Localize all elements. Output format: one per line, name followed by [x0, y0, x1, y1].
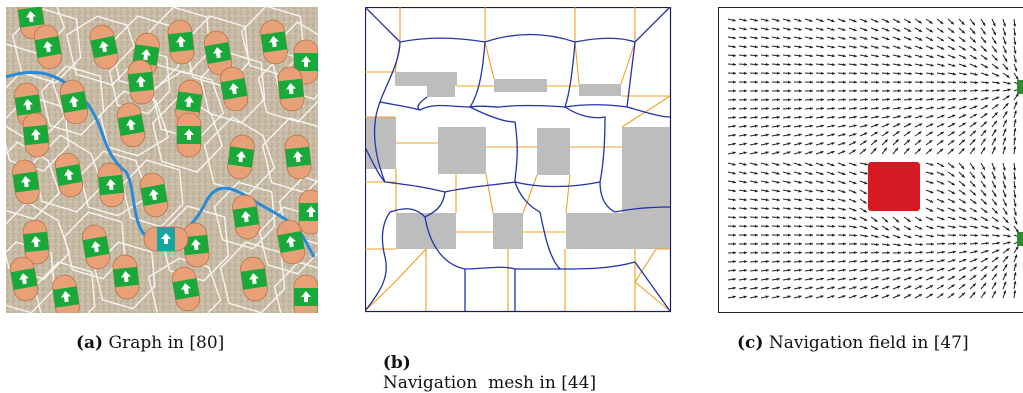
graph-illustration	[6, 7, 318, 313]
field-border	[719, 8, 1023, 313]
mesh-obstacle	[566, 213, 656, 249]
mesh-obstacle	[438, 127, 486, 174]
caption-c: (c) Navigation field in [47]	[737, 333, 969, 353]
panel-c-image	[718, 7, 1023, 313]
mesh-obstacle	[494, 79, 547, 92]
field-obstacle	[868, 162, 920, 211]
caption-c-label: (c)	[737, 333, 763, 353]
panel-b-image	[365, 7, 672, 313]
caption-b: (b) Navigation mesh in [44]	[372, 333, 596, 393]
caption-a: (a) Graph in [80]	[76, 333, 224, 353]
caption-a-text: Graph in [80]	[109, 333, 225, 353]
caption-b-label: (b)	[383, 353, 411, 373]
field-goal-top	[1017, 80, 1023, 94]
agent	[177, 113, 201, 157]
mesh-obstacle	[579, 84, 621, 96]
mesh-obstacle	[493, 213, 523, 249]
panel-a-image	[6, 7, 318, 313]
agent	[299, 190, 318, 234]
navigation-field-illustration	[718, 7, 1023, 313]
caption-a-label: (a)	[76, 333, 103, 353]
navigation-mesh-illustration	[365, 7, 672, 313]
mesh-obstacle	[396, 213, 456, 249]
caption-c-text: Navigation field in [47]	[769, 333, 969, 353]
field-goal-bottom	[1017, 232, 1023, 246]
mesh-obstacle	[366, 117, 396, 169]
mesh-obstacle	[427, 75, 455, 97]
caption-b-text: Navigation mesh in [44]	[383, 373, 596, 393]
agent	[294, 275, 318, 313]
highlighted-agent	[144, 227, 188, 251]
